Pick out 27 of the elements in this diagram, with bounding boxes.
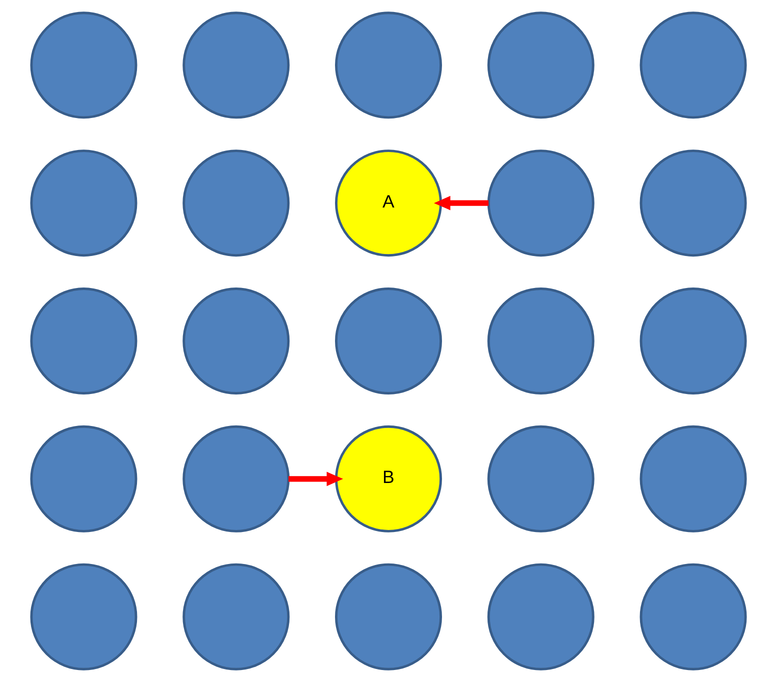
node-circle	[182, 12, 290, 119]
node-circle	[486, 12, 594, 119]
node-circle	[182, 563, 290, 670]
node-circle	[334, 12, 442, 119]
node-circle	[639, 12, 746, 119]
node-circle: A	[334, 150, 442, 257]
node-circle	[639, 425, 746, 532]
node-circle	[30, 288, 137, 394]
arrow	[288, 472, 343, 486]
node-circle	[486, 288, 594, 394]
node-circle	[639, 150, 746, 257]
node-circle	[182, 288, 290, 394]
node-circle	[486, 425, 594, 532]
node-circle	[334, 563, 442, 670]
node-circle	[30, 563, 137, 670]
node-circle	[486, 563, 594, 670]
node-circle	[639, 288, 746, 394]
node-circle: B	[334, 425, 442, 532]
node-circle	[182, 150, 290, 257]
node-circle	[639, 563, 746, 670]
node-circle	[486, 150, 594, 257]
node-circle	[30, 150, 137, 257]
node-circle	[182, 425, 290, 532]
node-circle	[334, 288, 442, 394]
node-circle	[30, 12, 137, 119]
node-circle	[30, 425, 137, 532]
arrow	[433, 196, 488, 210]
